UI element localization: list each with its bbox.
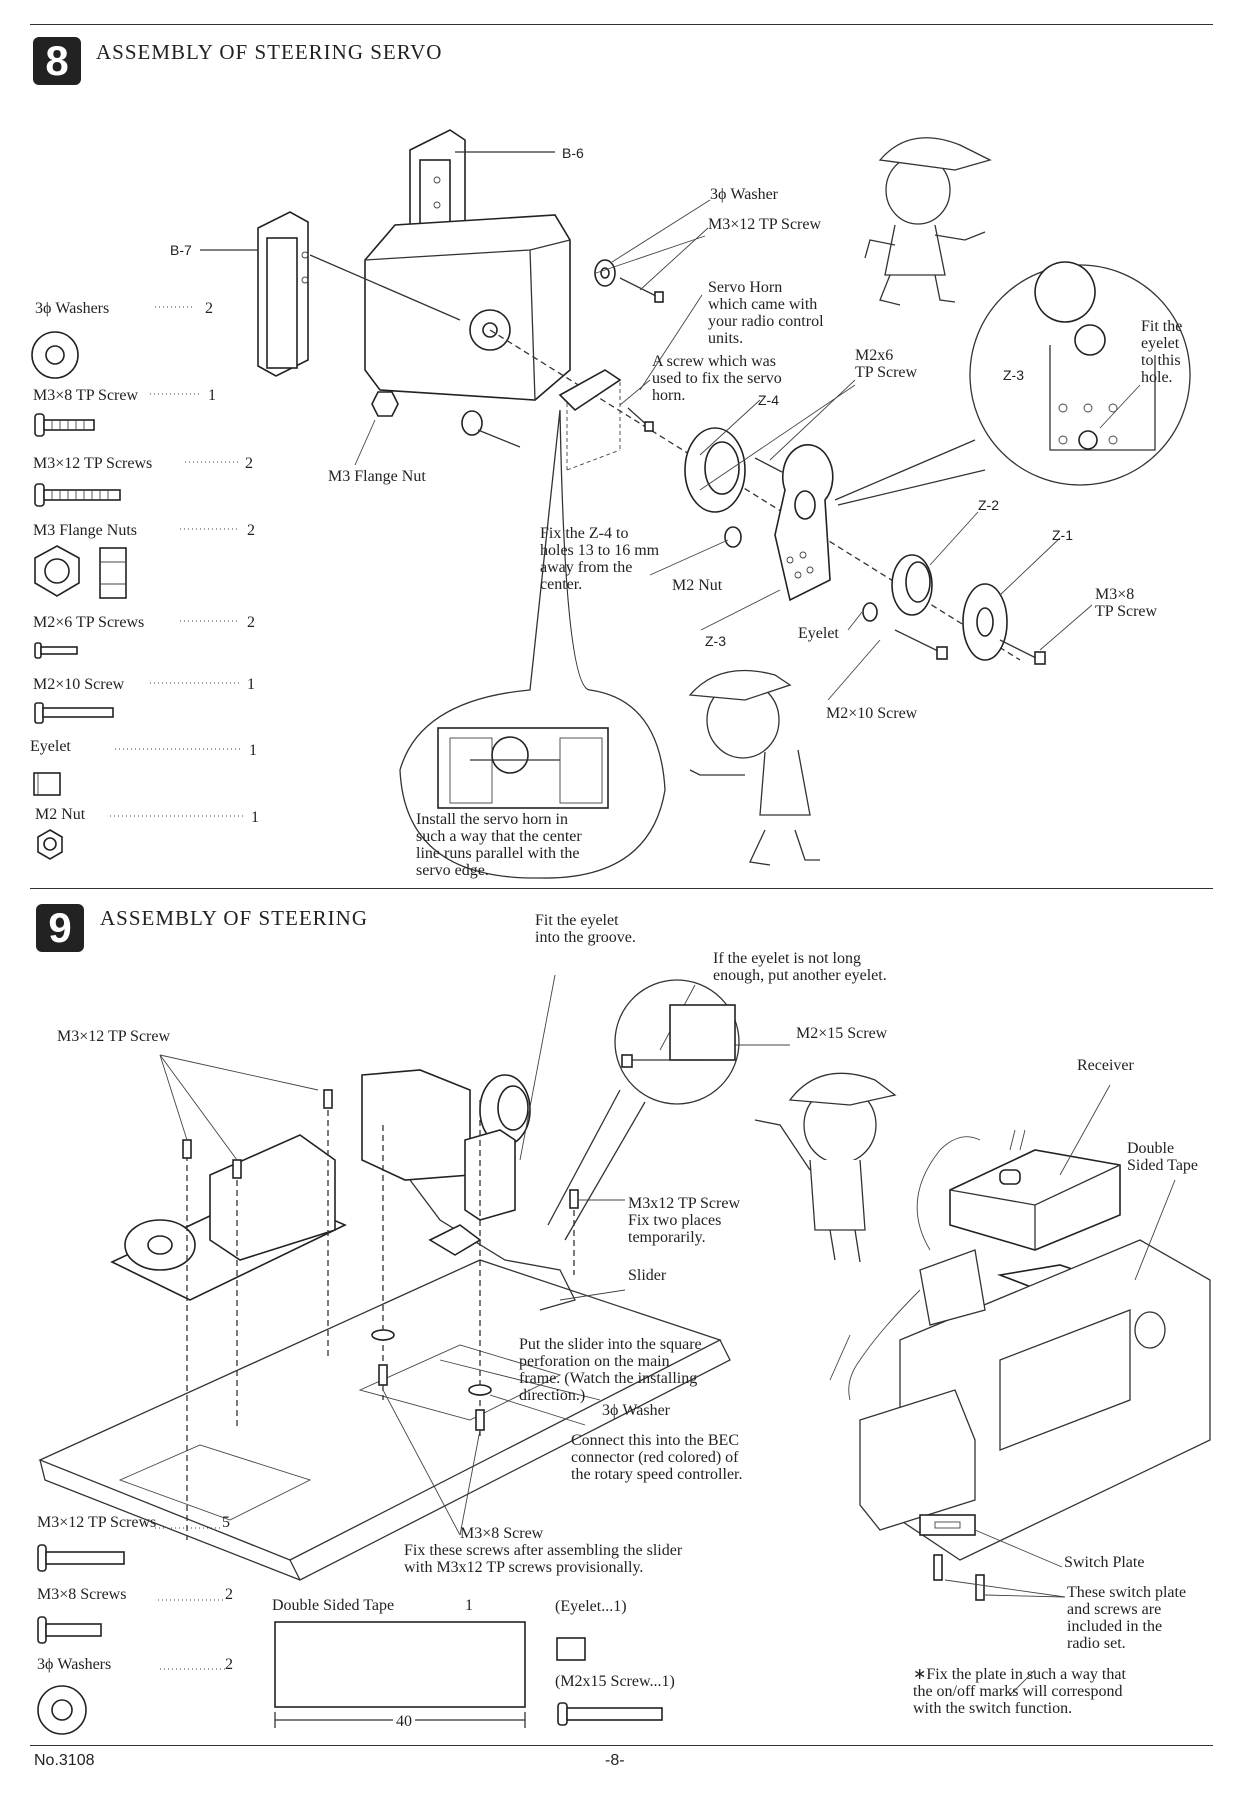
label-m2x15: M2×15 Screw xyxy=(796,1025,888,1042)
label-slider: Slider xyxy=(628,1267,667,1284)
label-double-sided-tape: Double Sided Tape xyxy=(1127,1140,1199,1174)
part-qty: 1 xyxy=(249,742,257,759)
part-qty: 2 xyxy=(225,1656,233,1673)
steering-servo-block xyxy=(361,1069,576,1311)
mascot-figure-step9 xyxy=(754,1072,897,1263)
servo xyxy=(364,214,571,401)
step-8-number: 8 xyxy=(33,37,81,85)
step-9-title: ASSEMBLY OF STEERING xyxy=(100,906,368,930)
label-m3x12-top: M3×12 TP Screw xyxy=(57,1028,171,1045)
bottom-rule xyxy=(30,1745,1213,1746)
flange-nut-icon xyxy=(34,545,127,599)
label-fit-groove: Fit the eyelet into the groove. xyxy=(535,912,636,946)
part-name: M2 Nut xyxy=(35,806,86,823)
model-number: No.3108 xyxy=(34,1752,95,1769)
label-b6: B-6 xyxy=(562,145,584,161)
servo-plate-left xyxy=(110,1134,347,1301)
label-m2x6: M2x6 TP Screw xyxy=(855,347,918,381)
label-servo-horn: Servo Horn which came with your radio co… xyxy=(708,279,824,347)
label-m3x8: M3×8 TP Screw xyxy=(1095,586,1158,620)
part-qty: 2 xyxy=(225,1586,233,1603)
section-divider xyxy=(30,888,1213,889)
part-name: M3×12 TP Screws xyxy=(37,1514,157,1531)
label-z1: Z-1 xyxy=(1052,527,1073,543)
part-qty: 1 xyxy=(208,387,216,404)
label-m3x8-screw: M3×8 Screw xyxy=(460,1525,544,1542)
label-washer: 3ϕ Washer xyxy=(710,186,778,203)
tape-qty: 1 xyxy=(465,1597,473,1614)
part-qty: 1 xyxy=(251,809,259,826)
double-sided-tape-shape xyxy=(274,1621,526,1708)
label-fit-eyelet: Fit the eyelet to this hole. xyxy=(1141,318,1183,386)
mascot-figure-top xyxy=(864,137,992,306)
label-fix-these: Fix these screws after assembling the sl… xyxy=(404,1542,683,1576)
extra-m2x15: (M2x15 Screw...1) xyxy=(555,1673,675,1690)
label-eyelet-note: If the eyelet is not long enough, put an… xyxy=(713,950,887,984)
label-washer-9: 3ϕ Washer xyxy=(602,1402,670,1419)
label-z2: Z-2 xyxy=(978,497,999,513)
chassis-right xyxy=(848,1136,1211,1561)
part-qty: 5 xyxy=(222,1514,230,1531)
double-sided-tape-piece xyxy=(996,1264,1123,1301)
part-name: Eyelet xyxy=(30,738,71,755)
label-put-slider: Put the slider into the square perforati… xyxy=(519,1336,702,1404)
mount-b6 xyxy=(409,129,466,271)
page-number: -8- xyxy=(605,1752,625,1769)
label-m3x12-fix: M3x12 TP Screw Fix two places temporaril… xyxy=(628,1195,740,1246)
label-m2x10: M2×10 Screw xyxy=(826,705,918,722)
eyelet-icon xyxy=(33,772,61,796)
chassis xyxy=(38,1259,731,1581)
part-qty: 2 xyxy=(247,614,255,631)
part-name: M3 Flange Nuts xyxy=(33,522,137,539)
label-eyelet: Eyelet xyxy=(798,625,839,642)
label-b7: B-7 xyxy=(170,242,192,258)
label-fix-z4: Fix the Z-4 to holes 13 to 16 mm away fr… xyxy=(540,525,660,593)
nut-icon xyxy=(37,829,63,860)
step-9-number: 9 xyxy=(36,904,84,952)
switch-plate-shape xyxy=(919,1514,976,1536)
label-connect-bec: Connect this into the BEC connector (red… xyxy=(571,1432,743,1483)
label-switch-screws: These switch plate and screws are includ… xyxy=(1067,1584,1187,1652)
label-screw-note: A screw which was used to fix the servo … xyxy=(652,353,782,404)
tape-label: Double Sided Tape xyxy=(272,1597,395,1614)
receiver xyxy=(949,1129,1121,1251)
part-name: M3×8 Screws xyxy=(37,1586,127,1603)
label-z3-detail: Z-3 xyxy=(1003,367,1024,383)
part-qty: 2 xyxy=(247,522,255,539)
washer-icon xyxy=(31,331,79,379)
mount-b7 xyxy=(257,211,309,377)
part-qty: 2 xyxy=(245,455,253,472)
part-qty: 1 xyxy=(247,676,255,693)
label-m3x12: M3×12 TP Screw xyxy=(708,216,822,233)
label-switch-plate: Switch Plate xyxy=(1064,1554,1145,1571)
detail-bubble-horn xyxy=(399,409,666,879)
label-z4: Z-4 xyxy=(758,392,779,408)
part-name: M2×10 Screw xyxy=(33,676,125,693)
part-name: M3×8 TP Screw xyxy=(33,387,139,404)
part-name: 3ϕ Washers xyxy=(35,300,110,317)
label-install-note: Install the servo horn in such a way tha… xyxy=(416,811,582,879)
label-fix-plate: ∗Fix the plate in such a way that the on… xyxy=(913,1666,1126,1717)
top-rule xyxy=(30,24,1213,25)
label-m2-nut: M2 Nut xyxy=(672,577,723,594)
part-name: M3×12 TP Screws xyxy=(33,455,153,472)
label-z3: Z-3 xyxy=(705,633,726,649)
label-m3-flange-nut: M3 Flange Nut xyxy=(328,468,426,485)
tape-dimension: 40 xyxy=(393,1713,415,1730)
detail-circle-eyelet xyxy=(614,979,740,1105)
extra-eyelet: (Eyelet...1) xyxy=(555,1598,627,1615)
label-receiver: Receiver xyxy=(1077,1057,1134,1074)
step-8-title: ASSEMBLY OF STEERING SERVO xyxy=(96,40,443,64)
part-qty: 2 xyxy=(205,300,213,317)
mascot-figure-bottom xyxy=(688,669,820,866)
part-name: 3ϕ Washers xyxy=(37,1656,112,1673)
part-name: M2×6 TP Screws xyxy=(33,614,145,631)
